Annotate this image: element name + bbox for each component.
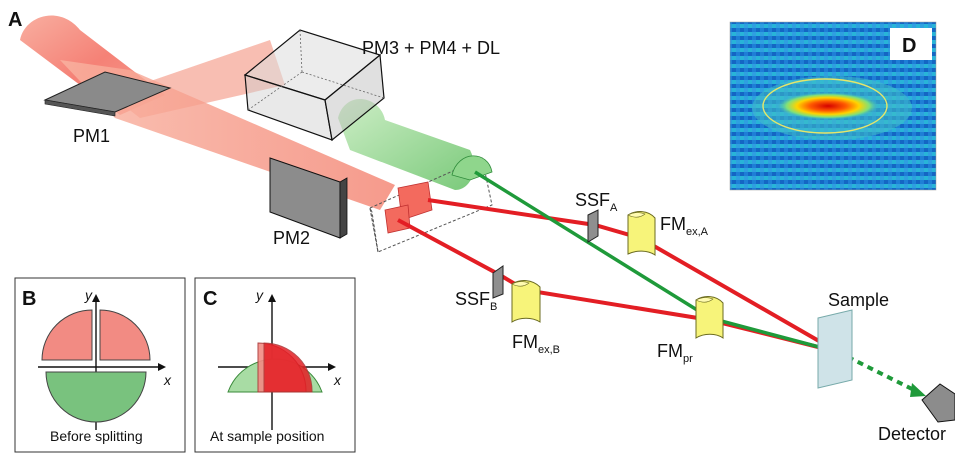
inset-c-red-quarter-b bbox=[263, 342, 313, 393]
ssf-b-label: SSFB bbox=[455, 289, 497, 313]
inset-c-x-label: x bbox=[333, 372, 342, 388]
pm1-label: PM1 bbox=[73, 126, 110, 146]
inset-c: C y x At sample position bbox=[194, 277, 356, 453]
sample-label: Sample bbox=[828, 290, 889, 310]
fm-pr-mirror bbox=[695, 296, 724, 339]
panel-letter-b: B bbox=[22, 288, 36, 310]
inset-b-green-half bbox=[45, 371, 147, 423]
sample-plate bbox=[817, 309, 853, 389]
pm3-pm4-dl-box bbox=[243, 29, 385, 142]
panel-letter-c: C bbox=[203, 288, 217, 310]
inset-b-y-label: y bbox=[84, 287, 93, 303]
detector-arrowhead bbox=[910, 383, 926, 397]
beam-splitter-box bbox=[369, 157, 493, 253]
green-beam-tube bbox=[338, 99, 475, 190]
detector-label: Detector bbox=[878, 424, 946, 444]
red-beam-path-b bbox=[397, 218, 839, 354]
panel-letter-d: D bbox=[902, 35, 916, 57]
ssf-a-subscript: A bbox=[610, 202, 618, 214]
inset-b-caption: Before splitting bbox=[50, 428, 143, 444]
fm-ex-b-subscript: ex,B bbox=[538, 344, 560, 356]
fm-pr-label: FMpr bbox=[657, 341, 693, 365]
ssf-a-label: SSFA bbox=[575, 190, 618, 214]
inset-c-caption: At sample position bbox=[210, 428, 324, 444]
inset-b-red-quarter-right bbox=[99, 309, 151, 361]
panel-d-heatmap: D bbox=[729, 21, 937, 191]
ssf-a-filter bbox=[587, 209, 599, 243]
fm-ex-a-label: FMex,A bbox=[660, 214, 709, 238]
fm-ex-b-mirror bbox=[511, 280, 541, 323]
fm-pr-subscript: pr bbox=[683, 353, 693, 365]
inset-b: B y x Before splitting bbox=[14, 277, 186, 453]
fm-ex-b-label: FMex,B bbox=[512, 332, 560, 356]
beam-spot-contour bbox=[762, 78, 888, 134]
ssf-b-subscript: B bbox=[490, 301, 497, 313]
green-half-beam bbox=[451, 155, 493, 181]
red-beam-path-a bbox=[427, 198, 839, 354]
fm-ex-a-mirror bbox=[627, 211, 656, 256]
red-half-beam-lower bbox=[384, 204, 411, 234]
detector bbox=[921, 383, 955, 423]
inset-b-x-label: x bbox=[163, 372, 172, 388]
fm-ex-a-subscript: ex,A bbox=[686, 226, 709, 238]
ssf-b-filter bbox=[492, 265, 504, 299]
pm2-mirror bbox=[269, 157, 348, 239]
panel-letter-a: A bbox=[8, 9, 22, 31]
inset-c-y-label: y bbox=[255, 287, 264, 303]
pm3-pm4-dl-label: PM3 + PM4 + DL bbox=[362, 38, 500, 58]
pm2-label: PM2 bbox=[273, 228, 310, 248]
inset-b-red-quarter-left bbox=[41, 309, 93, 361]
green-probe-beam bbox=[474, 170, 839, 354]
